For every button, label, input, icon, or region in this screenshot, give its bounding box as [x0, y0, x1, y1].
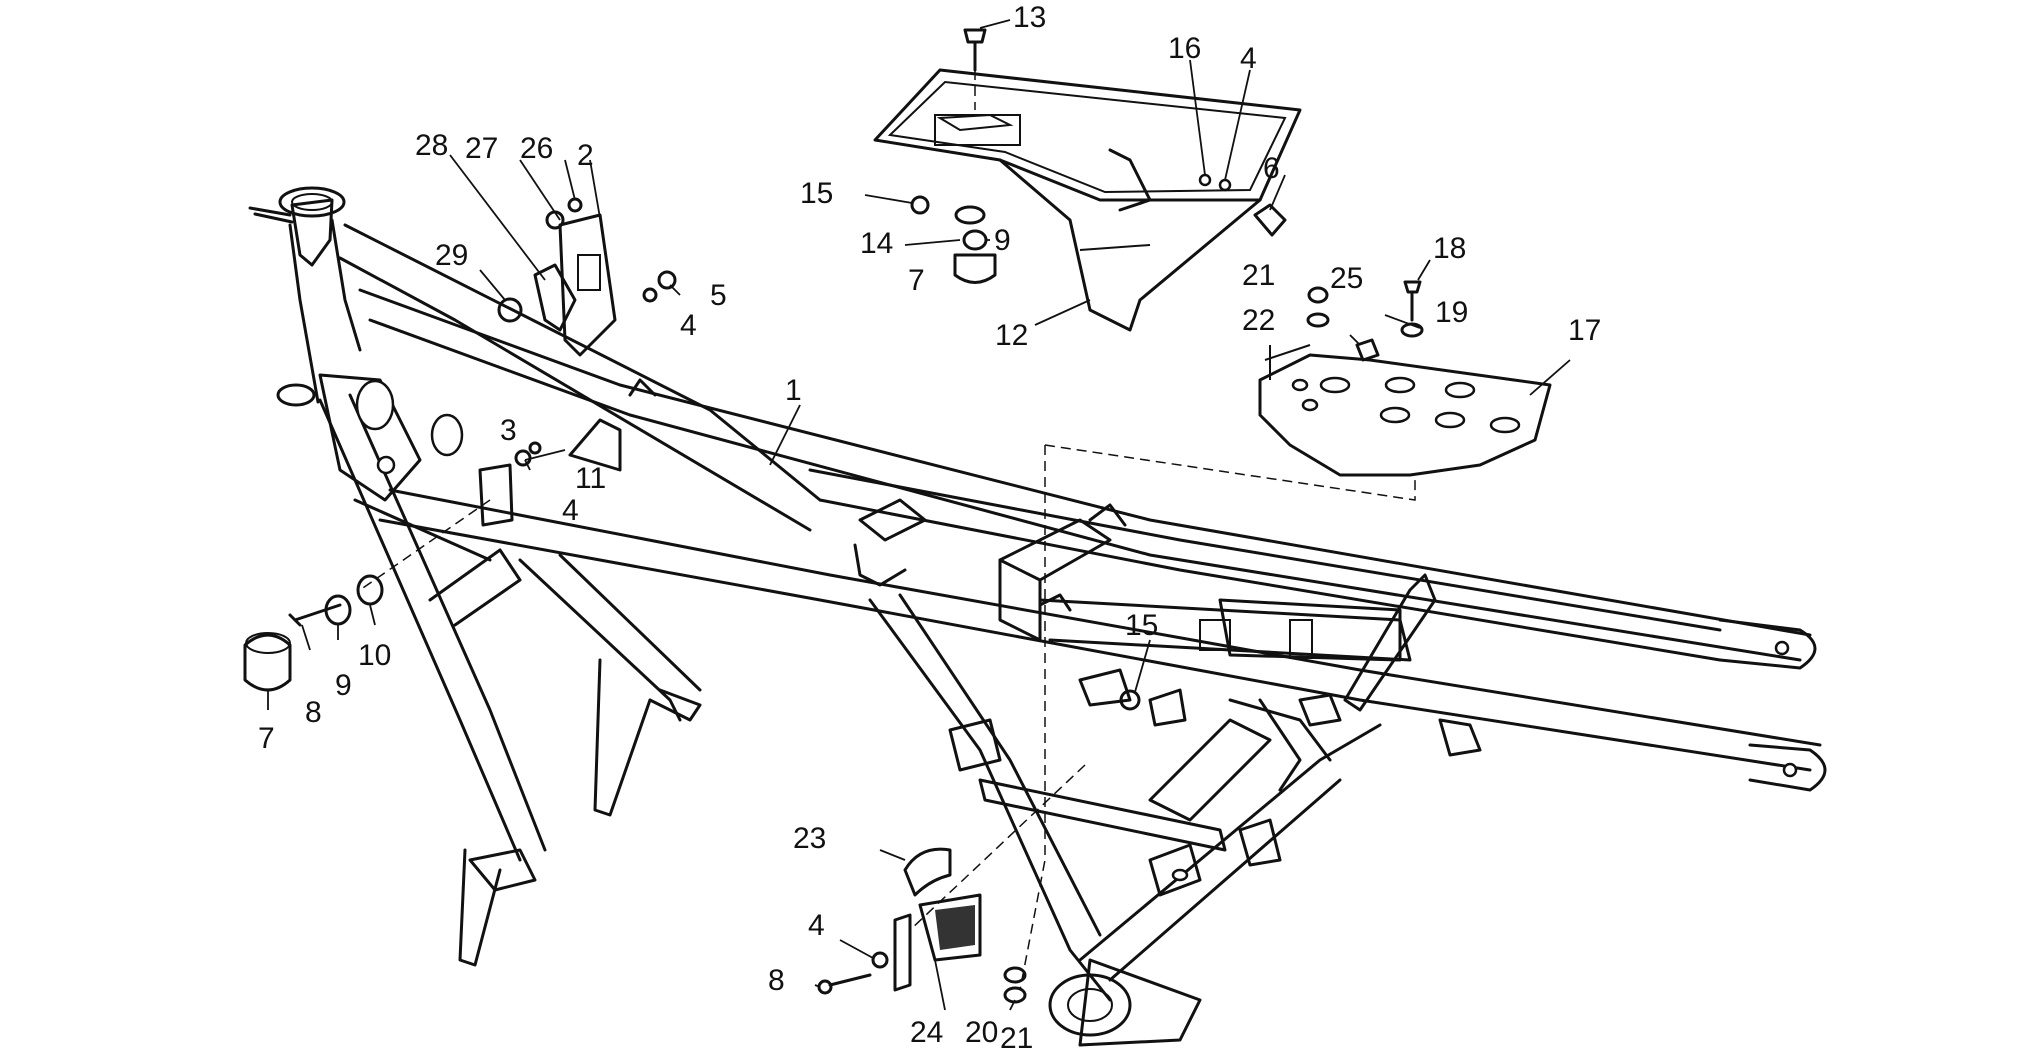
- callout-11: 11: [575, 462, 606, 495]
- leader-lines: [267, 19, 1571, 1011]
- small-parts: [243, 28, 1424, 1004]
- callout-16: 16: [1168, 32, 1201, 65]
- callout-6: 6: [1263, 152, 1280, 185]
- callout-4-clamp: 4: [808, 909, 825, 942]
- main-frame: [248, 186, 1827, 1047]
- callout-15-frame: 15: [1125, 609, 1158, 642]
- callout-10: 10: [358, 639, 391, 672]
- callout-7-left: 7: [258, 722, 275, 755]
- bracket-plate: [1258, 344, 1552, 477]
- callout-4: 4: [1240, 42, 1257, 75]
- callout-9: 9: [994, 224, 1011, 257]
- callout-27: 27: [465, 132, 498, 165]
- battery-tray: [873, 68, 1302, 332]
- callout-1: 1: [785, 374, 802, 407]
- callout-5: 5: [710, 279, 727, 312]
- callout-22: 22: [1242, 304, 1275, 337]
- callout-23: 23: [793, 822, 826, 855]
- callout-9-left: 9: [335, 669, 352, 702]
- callout-12: 12: [995, 319, 1028, 352]
- callout-8: 8: [305, 696, 322, 729]
- callout-14: 14: [860, 227, 893, 260]
- callout-20: 20: [965, 1016, 998, 1049]
- callout-28: 28: [415, 129, 448, 162]
- callout-25: 25: [1330, 262, 1363, 295]
- callout-8-clamp: 8: [768, 964, 785, 997]
- callout-29: 29: [435, 239, 468, 272]
- callout-7: 7: [908, 264, 925, 297]
- callout-2: 2: [577, 139, 594, 172]
- callout-21: 21: [1242, 259, 1275, 292]
- callout-13: 13: [1013, 1, 1046, 34]
- callout-26: 26: [520, 132, 553, 165]
- callout-15: 15: [800, 177, 833, 210]
- alignment-lines: [359, 70, 1416, 991]
- callout-19: 19: [1435, 296, 1468, 329]
- callout-3: 3: [500, 414, 517, 447]
- callout-17: 17: [1568, 314, 1601, 347]
- callout-18: 18: [1433, 232, 1466, 265]
- callout-21-pivot: 21: [1000, 1022, 1033, 1053]
- callout-4-head: 4: [562, 494, 579, 527]
- callout-24: 24: [910, 1016, 943, 1049]
- callout-labels: 13 16 4 6 15 9 14 7 12 18 21 25 19 22 17…: [258, 1, 1601, 1053]
- callout-4-bracket: 4: [680, 309, 697, 342]
